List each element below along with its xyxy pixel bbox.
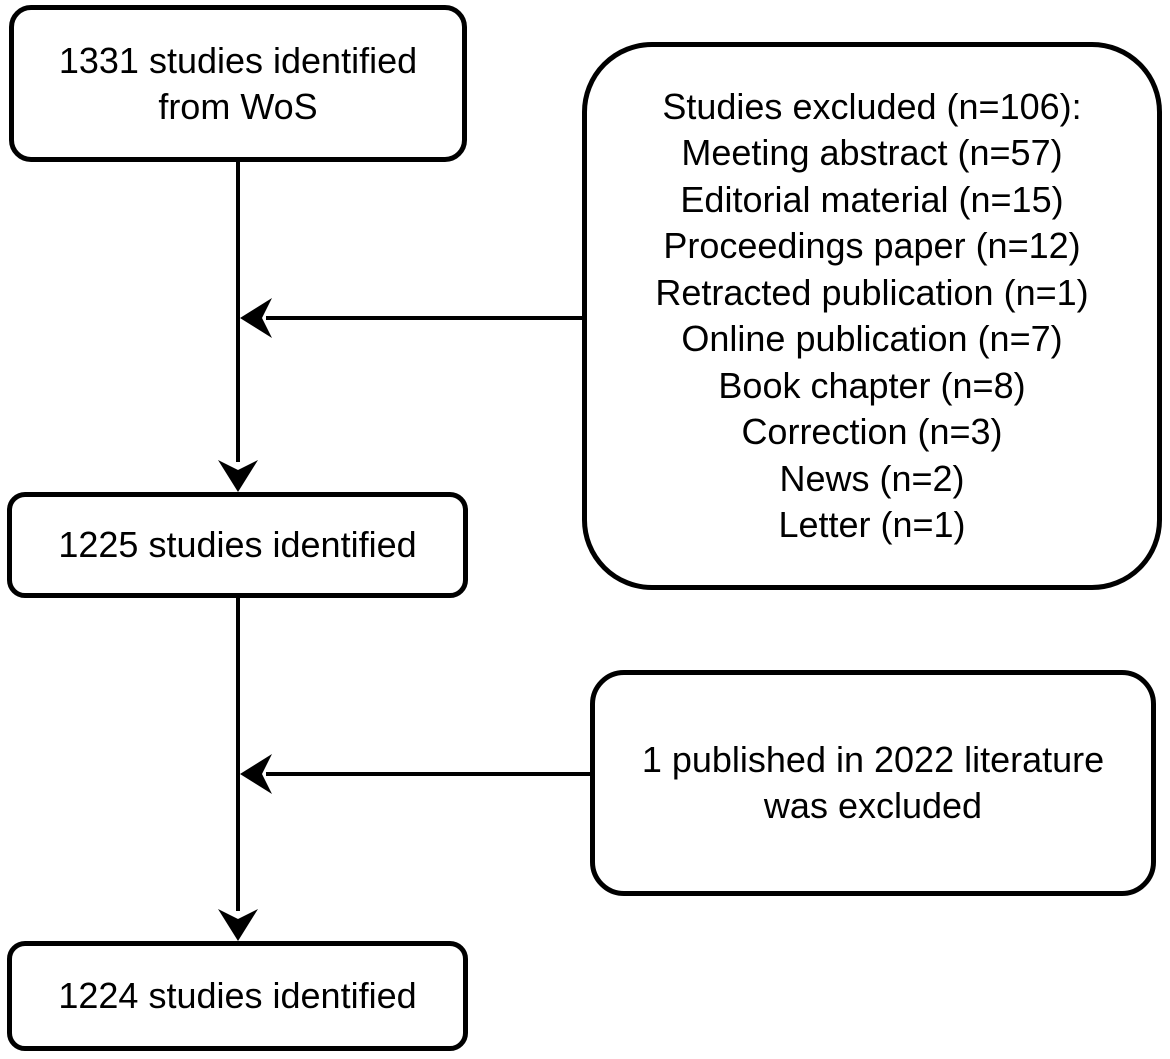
- box-text-line: 1 published in 2022 literature: [641, 739, 1105, 780]
- box-text-line: 1224 studies identified: [58, 975, 417, 1016]
- box-text-line: from WoS: [158, 85, 318, 127]
- box-studies-identified-1224: 1224 studies identified: [7, 941, 468, 1051]
- exclusion-item: Letter (n=1): [778, 504, 966, 545]
- box-text-line: 1225 studies identified: [58, 524, 417, 565]
- box-text-line: 1331 studies identified: [58, 39, 418, 81]
- exclusion-item: News (n=2): [779, 457, 965, 499]
- exclusion-item: Editorial material (n=15): [680, 178, 1064, 220]
- box-text-line: was excluded: [763, 785, 983, 826]
- box-excluded-2022: 1 published in 2022 literature was exclu…: [590, 670, 1156, 896]
- exclusion-heading: Studies excluded (n=106):: [662, 85, 1082, 127]
- exclusion-item: Retracted publication (n=1): [655, 271, 1089, 313]
- exclusion-item: Meeting abstract (n=57): [681, 132, 1063, 173]
- box-studies-identified-wos: 1331 studies identified from WoS: [9, 5, 467, 162]
- exclusion-item: Online publication (n=7): [681, 318, 1063, 359]
- exclusion-item: Book chapter (n=8): [718, 364, 1026, 406]
- box-studies-excluded: Studies excluded (n=106): Meeting abstra…: [582, 42, 1162, 590]
- exclusion-item: Correction (n=3): [741, 411, 1003, 452]
- exclusion-item: Proceedings paper (n=12): [663, 225, 1081, 266]
- box-studies-identified-1225: 1225 studies identified: [7, 492, 468, 598]
- arrowhead-left-exclusion-2: [240, 754, 272, 794]
- arrowhead-down-to-end: [218, 909, 258, 941]
- arrowhead-down-to-mid: [218, 460, 258, 492]
- arrowhead-left-exclusion-1: [240, 298, 272, 338]
